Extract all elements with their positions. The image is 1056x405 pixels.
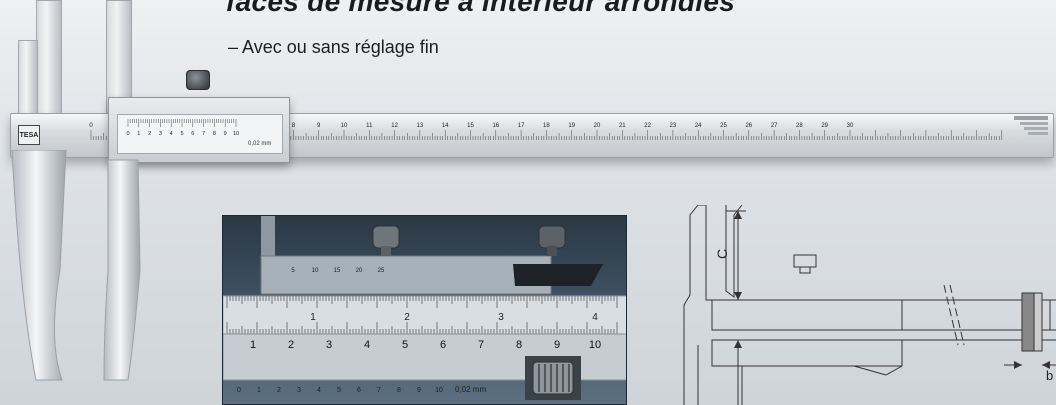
- photo-lower-labels: 1 2 3 4 5 6 7 8 9 10: [250, 339, 601, 351]
- beam-ticks: [90, 130, 1003, 140]
- photo-vernier-tick-label: 7: [377, 387, 381, 394]
- photo-lower-tick-label: 6: [440, 339, 446, 351]
- photo-main-tick-label: 3: [498, 312, 504, 323]
- vernier-tick-label: 3: [159, 131, 162, 137]
- beam-tick-label: 16: [492, 123, 499, 129]
- photo-lower-tick-label: 8: [516, 339, 522, 351]
- beam-tick-label: 13: [417, 123, 424, 129]
- photo-lower-tick-label: 2: [288, 339, 294, 351]
- photo-upper-tick-label: 25: [378, 268, 385, 274]
- vernier-tick-label: 10: [233, 131, 239, 137]
- photo-main-ticks: [226, 296, 618, 334]
- beam-tick-label: 20: [594, 123, 601, 129]
- vernier-tick-label: 2: [148, 131, 151, 137]
- photo-vernier-labels: 0 1 2 3 4 5 6 7 8 9 10: [237, 387, 443, 394]
- beam-tick-label: 17: [518, 123, 525, 129]
- beam-tick-label: 0: [89, 123, 93, 129]
- vernier-labels: 0 1 2 3 4 5 6 7 8 9 10: [126, 131, 239, 137]
- photo-main-tick-label: 4: [592, 312, 598, 323]
- photo-vernier-tick-label: 1: [257, 387, 261, 394]
- beam-scale: 0123456789101112131415161718192021222324…: [89, 123, 1003, 140]
- beam-tick-label: 19: [568, 123, 575, 129]
- vernier-window: 0 1 2 3 4 5 6 7 8 9 10 0,02 mm: [117, 114, 283, 154]
- page-subtitle: – Avec ou sans réglage fin: [228, 37, 439, 57]
- technical-drawing: C b: [654, 204, 1056, 405]
- beam-tick-label: 27: [771, 123, 778, 129]
- photo-vernier-resolution: 0,02 mm: [455, 385, 486, 394]
- beam-tick-label: 25: [720, 123, 727, 129]
- beam-tick-label: 26: [745, 123, 752, 129]
- fixed-upper-jaw: [36, 0, 62, 115]
- beam-tick-label: 18: [543, 123, 550, 129]
- beam-tick-label: 15: [467, 123, 474, 129]
- photo-vernier-tick-label: 3: [297, 387, 301, 394]
- beam-tick-label: 29: [821, 123, 828, 129]
- vernier-tick-label: 9: [224, 131, 227, 137]
- vernier-tick-label: 5: [180, 131, 183, 137]
- photo-main-tick-label: 2: [404, 312, 410, 323]
- sliding-body: 0 1 2 3 4 5 6 7 8 9 10 0,02 mm: [108, 97, 290, 163]
- photo-lower-tick-label: 10: [589, 339, 601, 351]
- photo-lower-tick-label: 7: [478, 339, 484, 351]
- fixed-lower-jaw: [11, 150, 67, 381]
- beam-tick-label: 21: [619, 123, 626, 129]
- beam-info-engraving: [1008, 114, 1048, 137]
- vernier-tick-label: 7: [202, 131, 205, 137]
- beam-tick-label: 12: [391, 123, 398, 129]
- drawing-canvas: C b: [683, 204, 1056, 405]
- vernier-tick-label: 1: [137, 131, 140, 137]
- dimension-b-label: b: [1046, 368, 1053, 383]
- beam-tick-label: 28: [796, 123, 803, 129]
- photo-lower-tick-label: 5: [402, 339, 408, 351]
- photo-upper-tick-label: 15: [334, 268, 341, 274]
- photo-vernier-tick-label: 9: [417, 387, 421, 394]
- photo-vernier-tick-label: 0: [237, 387, 241, 394]
- photo-vernier-tick-label: 4: [317, 387, 321, 394]
- page-title: faces de mesure à intérieur arrondies: [226, 0, 736, 17]
- photo-vernier-tick-label: 5: [337, 387, 341, 394]
- vernier-ticks: [127, 119, 237, 127]
- photo-vernier-tick-label: 2: [277, 387, 281, 394]
- vernier-resolution: 0,02 mm: [248, 141, 271, 147]
- dimension-c-label: C: [714, 249, 730, 259]
- photo-vernier-tick-label: 8: [397, 387, 401, 394]
- beam-tick-label: 9: [317, 123, 321, 129]
- beam-tick-label: 14: [442, 123, 449, 129]
- fixed-upper-jaw-inner: [18, 40, 38, 115]
- vernier-scale: 0 1 2 3 4 5 6 7 8 9 10 0,02 mm: [126, 119, 271, 147]
- photo-upper-labels: 5 10 15 20 25: [291, 268, 385, 274]
- vernier-tick-label: 8: [213, 131, 216, 137]
- photo-vernier-tick-label: 10: [435, 387, 443, 394]
- vernier-tick-label: 0: [126, 131, 129, 137]
- beam-tick-label: 11: [366, 123, 373, 129]
- photo-upper-tick-label: 5: [291, 268, 295, 274]
- beam-tick-label: 10: [341, 123, 348, 129]
- photo-upper-tick-label: 20: [356, 268, 363, 274]
- photo-lower-tick-label: 4: [364, 339, 370, 351]
- photo-vernier-tick-label: 6: [357, 387, 361, 394]
- lower-jaws: [11, 150, 141, 381]
- beam-tick-label: 24: [695, 123, 702, 129]
- vernier-tick-label: 4: [170, 131, 173, 137]
- photo-main-labels: 1 2 3 4: [310, 312, 598, 323]
- sliding-lower-jaw: [103, 159, 141, 381]
- photo-lower-tick-label: 1: [250, 339, 256, 351]
- fine-adjust-knob: [186, 70, 210, 90]
- photo-upper-tick-label: 10: [312, 268, 319, 274]
- beam-tick-label: 8: [292, 123, 296, 129]
- beam-tick-label: 22: [644, 123, 651, 129]
- beam-tick-label: 30: [847, 123, 854, 129]
- tesa-logo: TESA: [18, 125, 40, 145]
- vernier-tick-label: 6: [191, 131, 194, 137]
- beam-tick-label: 23: [670, 123, 677, 129]
- photo-lower-tick-label: 9: [554, 339, 560, 351]
- photo-lower-tick-label: 3: [326, 339, 332, 351]
- photo-main-tick-label: 1: [310, 312, 316, 323]
